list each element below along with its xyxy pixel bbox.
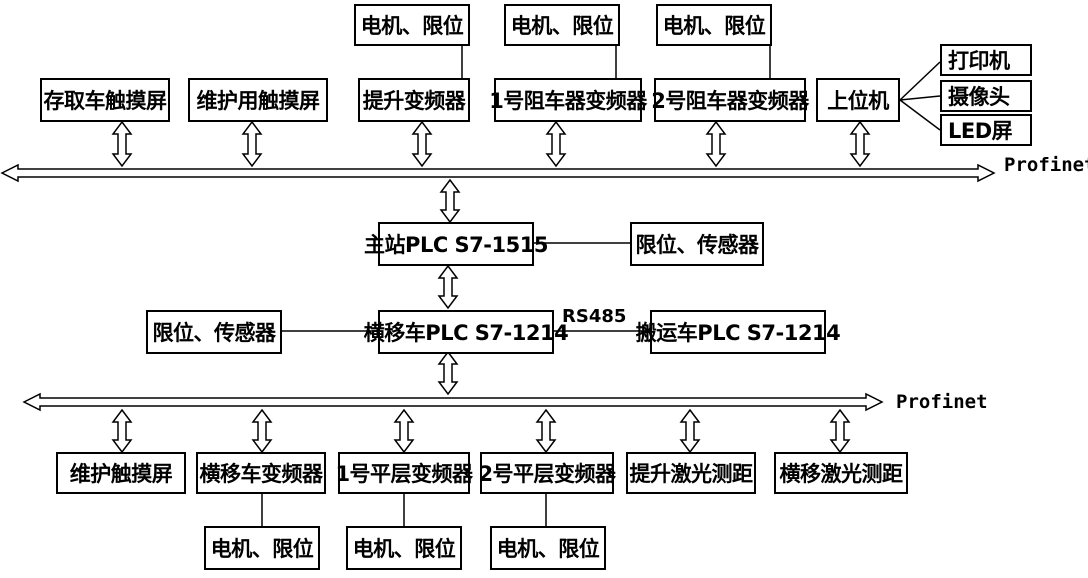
- motor-limit-box-level1: 电机、限位: [346, 526, 462, 570]
- double-arrow-hmi-maintenance: [241, 120, 263, 168]
- double-arrow-laser-hoist: [679, 408, 701, 454]
- profinet-bus-bottom: [22, 392, 884, 412]
- laser-hoist-box: 提升激光测距: [626, 452, 756, 494]
- motor-limit-box-hoist: 电机、限位: [354, 4, 470, 46]
- line-host-printer: [899, 61, 941, 101]
- traverse-sensors-box: 限位、传感器: [146, 310, 282, 354]
- traverse-plc-box: 横移车PLC S7-1214: [364, 310, 569, 354]
- hmi-bottom-box: 维护触摸屏: [56, 452, 186, 494]
- vfd-stopper2-box: 2号阻车器变频器: [651, 78, 809, 122]
- double-arrow-hmi-access: [111, 120, 133, 168]
- host-pc-box: 上位机: [816, 78, 900, 122]
- double-arrow-traverse-bus: [437, 350, 459, 396]
- double-arrow-vfd-hoist: [411, 120, 433, 168]
- led-screen-box: LED屏: [940, 114, 1032, 146]
- vfd-stopper1-box: 1号阻车器变频器: [489, 78, 647, 122]
- double-arrow-bus-master: [439, 178, 461, 224]
- hmi-maintenance-box: 维护用触摸屏: [188, 78, 328, 122]
- double-arrow-vfd-level2: [535, 408, 557, 454]
- motor-limit-box-stopper2: 电机、限位: [656, 4, 772, 46]
- vfd-hoist-box: 提升变频器: [358, 78, 470, 122]
- master-plc-box: 主站PLC S7-1515: [364, 222, 548, 266]
- motor-limit-box-level2: 电机、限位: [490, 526, 606, 570]
- line-host-led: [899, 99, 941, 131]
- line-host-camera: [899, 95, 941, 101]
- double-arrow-vfd-traverse: [251, 408, 273, 454]
- double-arrow-vfd-level1: [393, 408, 415, 454]
- laser-traverse-box: 横移激光测距: [774, 452, 908, 494]
- double-arrow-hmi-bottom: [111, 408, 133, 454]
- double-arrow-vfd-stopper1: [545, 120, 567, 168]
- vfd-level1-box: 1号平层变频器: [335, 452, 473, 494]
- double-arrow-host-pc: [849, 120, 871, 168]
- double-arrow-master-traverse: [437, 264, 459, 310]
- carrier-plc-box: 搬运车PLC S7-1214: [636, 310, 841, 354]
- profinet-bottom-label: Profinet: [896, 391, 988, 413]
- rs485-label: RS485: [562, 306, 627, 327]
- double-arrow-vfd-stopper2: [705, 120, 727, 168]
- motor-limit-box-traverse: 电机、限位: [204, 526, 320, 570]
- profinet-top-label: Profinet: [1004, 154, 1088, 176]
- hmi-access-box: 存取车触摸屏: [40, 78, 170, 122]
- motor-limit-box-stopper1: 电机、限位: [504, 4, 620, 46]
- camera-box: 摄像头: [940, 80, 1032, 112]
- vfd-traverse-box: 横移车变频器: [196, 452, 326, 494]
- master-sensors-box: 限位、传感器: [630, 222, 764, 266]
- vfd-level2-box: 2号平层变频器: [478, 452, 616, 494]
- double-arrow-laser-traverse: [829, 408, 851, 454]
- printer-box: 打印机: [940, 44, 1032, 76]
- profinet-bus-top: [0, 163, 996, 183]
